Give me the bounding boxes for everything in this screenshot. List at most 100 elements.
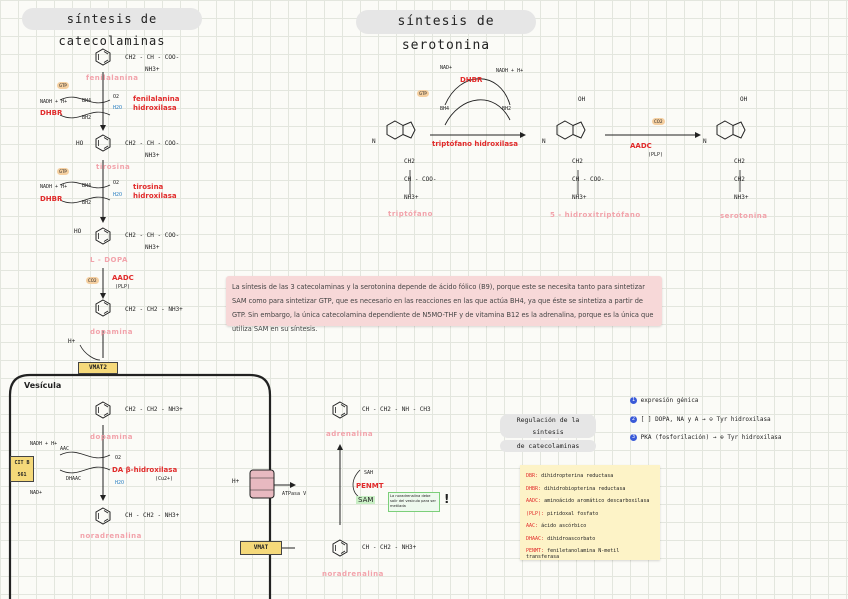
legend-abbr: AADC: bbox=[526, 498, 545, 504]
regulation-item-1: 1 expresión génica bbox=[630, 397, 698, 404]
serotonin-label: serotonina bbox=[720, 212, 768, 220]
o2-label-3: O2 bbox=[115, 455, 122, 461]
ldopa-chain: CH2 - CH - COO- bbox=[125, 232, 180, 239]
bh2-label-1: BH2 bbox=[82, 115, 92, 121]
htp-n: N bbox=[542, 138, 546, 145]
serotonin-nh3: NH3+ bbox=[734, 194, 749, 201]
tyrosine-label: tirosina bbox=[96, 163, 131, 171]
regulation-title: Regulación de la síntesis de catecolamin… bbox=[500, 414, 596, 452]
dopamine-ring-vesicle bbox=[95, 401, 111, 419]
ldopa-label: L - DOPA bbox=[90, 256, 128, 264]
enzyme-phenylalanine-hydroxylase: fenilalanina hidroxilasa bbox=[133, 95, 180, 112]
legend-row: AADC: aminoácido aromático descarboxilas… bbox=[526, 498, 654, 504]
phenylalanine-chain: CH2 - CH - COO- bbox=[125, 54, 180, 61]
h2o-label-3: H2O bbox=[115, 480, 125, 486]
serotonin-title: síntesis de serotonina bbox=[356, 10, 536, 53]
enzyme-tryptophan-hydroxylase: triptófano hidroxilasa bbox=[432, 140, 518, 148]
enzyme-da-hydroxylase: DA β-hidroxilasa bbox=[112, 466, 178, 474]
sam-note: La noradrenalina debe salir del vesiculo… bbox=[388, 492, 440, 512]
plp-label-s: (PLP) bbox=[648, 152, 664, 158]
o2-label-2: O2 bbox=[113, 180, 120, 186]
htp-ch2: CH2 bbox=[572, 158, 583, 165]
legend-text: aminoácido aromático descarboxilasa bbox=[544, 498, 650, 504]
vmat2-transporter: VMAT2 bbox=[78, 362, 118, 374]
noradrenaline-chain: CH - CH2 - NH3+ bbox=[125, 512, 180, 519]
enzyme-aadc-1: AADC bbox=[112, 274, 134, 282]
num-3-icon: 3 bbox=[630, 434, 637, 441]
tryptophan-ch: CH - COO- bbox=[404, 176, 437, 183]
tryptophan-ch2: CH2 bbox=[404, 158, 415, 165]
o2-label-1: O2 bbox=[113, 94, 120, 100]
cyt-b561: CIT B 561 bbox=[10, 456, 34, 482]
htp-oh: OH bbox=[578, 96, 586, 103]
vesicle-label: Vesícula bbox=[24, 381, 62, 390]
num-1-icon: 1 bbox=[630, 397, 637, 404]
bh2-label-s: BH2 bbox=[502, 106, 512, 112]
noradrenaline-ring-cytosol bbox=[332, 539, 348, 557]
enzyme-aadc-s: AADC bbox=[630, 142, 652, 150]
hplus-label-1: H+ bbox=[68, 338, 76, 345]
serotonin-n: N bbox=[703, 138, 707, 145]
legend-abbr: AAC: bbox=[526, 523, 542, 529]
dhbr-label-1: DHBR bbox=[40, 109, 63, 117]
tryptophan-ring bbox=[386, 120, 416, 140]
gtp-badge-1: GTP bbox=[57, 82, 69, 89]
legend-row: (PLP): piridoxal fosfato bbox=[526, 511, 654, 517]
noradrenaline-ring bbox=[95, 507, 111, 525]
legend-row: DHBR: dihidrobiopterina reductasa bbox=[526, 486, 654, 492]
tyrosine-ring bbox=[95, 134, 111, 152]
regulation-title-line1: Regulación de la síntesis bbox=[500, 414, 596, 438]
dopamine-ring bbox=[95, 299, 111, 317]
dopamine-chain-vesicle: CH2 - CH2 - NH3+ bbox=[125, 406, 183, 413]
co2-badge-1: CO2 bbox=[86, 277, 99, 284]
h2o-label-1: H2O bbox=[113, 105, 123, 111]
tryptophan-n: N bbox=[372, 138, 376, 145]
regulation-title-line2: de catecolaminas bbox=[500, 440, 596, 452]
catecholamine-title: síntesis de catecolaminas bbox=[22, 8, 202, 48]
atpase-label: ATPasa V bbox=[282, 491, 307, 497]
vmat-transporter: VMAT bbox=[240, 541, 282, 555]
legend-text: feniletanolamina N-metil transferasa bbox=[526, 548, 620, 560]
hplus-label-2: H+ bbox=[232, 478, 240, 485]
serotonin-ch2a: CH2 bbox=[734, 158, 745, 165]
bh4-label-1: BH4 bbox=[82, 98, 92, 104]
legend-text: dihidrobiopterina reductasa bbox=[544, 485, 626, 492]
adrenaline-label: adrenalina bbox=[326, 430, 374, 438]
co2-badge-s: CO2 bbox=[652, 118, 665, 125]
enzyme-tyrosine-hydroxylase: tirosina hidroxilasa bbox=[133, 183, 177, 200]
dhbr-label-s: DHBR bbox=[460, 76, 483, 84]
adrenaline-ring bbox=[332, 401, 348, 419]
dopamine-label-vesicle: dopamina bbox=[90, 433, 133, 441]
phenylalanine-label: fenilalanina bbox=[86, 74, 139, 82]
bh2-label-2: BH2 bbox=[82, 200, 92, 206]
noradrenaline-label: noradrenalina bbox=[80, 532, 142, 540]
ldopa-amine: NH3+ bbox=[145, 244, 160, 251]
legend-abbr: DHAAC: bbox=[526, 535, 548, 542]
nadh-label-1: NADH + H+ bbox=[40, 99, 68, 105]
folate-note: La síntesis de las 3 catecolaminas y la … bbox=[226, 276, 662, 333]
cu-label: (Cu2+) bbox=[155, 476, 174, 482]
legend-row: DBR: dihidropterina reductasa bbox=[526, 473, 654, 479]
tyrosine-chain: CH2 - CH - COO- bbox=[125, 140, 180, 147]
ldopa-ho: HO bbox=[74, 228, 82, 235]
legend-text: dihidropterina reductasa bbox=[541, 473, 614, 479]
noradrenaline-label-cytosol: noradrenalina bbox=[322, 570, 384, 578]
dhaac-label: DHAAC bbox=[66, 476, 82, 482]
phenylalanine-ring bbox=[95, 48, 111, 66]
legend-text: ácido ascórbico bbox=[541, 523, 587, 529]
bh4-label-2: BH4 bbox=[82, 183, 92, 189]
aac-label: AAC bbox=[60, 446, 70, 452]
htp-nh3: NH3+ bbox=[572, 194, 587, 201]
htp-label: 5 - hidroxitriptófano bbox=[550, 211, 641, 219]
gtp-badge-s: GTP bbox=[417, 90, 429, 97]
exclamation-icon: ! bbox=[444, 492, 450, 506]
dhbr-label-2: DHBR bbox=[40, 195, 63, 203]
sam-label: SAM bbox=[356, 496, 376, 504]
nadh-label-s: NADH + H+ bbox=[496, 68, 524, 74]
legend-abbr: DHBR: bbox=[526, 485, 545, 492]
legend-row: PENMT: feniletanolamina N-metil transfer… bbox=[526, 548, 654, 560]
htp-ring bbox=[556, 120, 586, 140]
noradrenaline-chain-cytosol: CH - CH2 - NH3+ bbox=[362, 544, 417, 551]
